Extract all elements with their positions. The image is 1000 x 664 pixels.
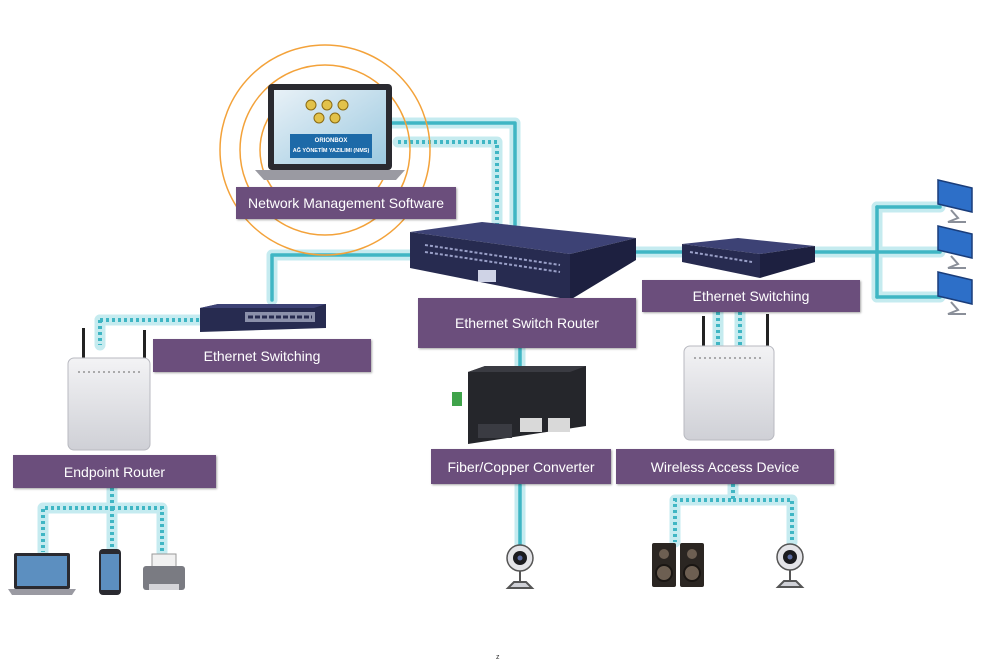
switch-router-label: Ethernet Switch Router (418, 298, 636, 348)
connection-dotted (41, 140, 794, 552)
phone-icon (99, 549, 121, 595)
laptop-icon: ORIONBOX AĞ YÖNETİM YAZILIMI (NMS) (255, 84, 405, 180)
speaker-icon (652, 543, 704, 587)
webcam-icon (775, 543, 805, 588)
printer-icon (143, 553, 185, 590)
laptop-screen-line: AĞ YÖNETİM YAZILIMI (NMS) (293, 146, 370, 154)
desktop-monitor-icon (937, 225, 973, 269)
converter-icon (452, 366, 586, 444)
wireless-access-label: Wireless Access Device (616, 449, 834, 484)
desktop-monitor-icon (937, 271, 973, 315)
nms-label: Network Management Software (236, 187, 456, 219)
fiber-converter-label: Fiber/Copper Converter (431, 449, 611, 484)
ethernet-switch-router-device (410, 222, 636, 300)
ethernet-switch-icon (200, 304, 326, 332)
eth-switching-left-label: Ethernet Switching (153, 339, 371, 372)
router-icon (67, 328, 151, 451)
ethernet-switch-icon (682, 238, 815, 278)
desktop-monitor-icon (937, 179, 973, 223)
webcam-icon (505, 544, 535, 589)
endpoint-router-label: Endpoint Router (13, 455, 216, 488)
wireless-access-icon (683, 314, 775, 441)
footer-mark: z (496, 654, 500, 661)
eth-switching-right-label: Ethernet Switching (642, 280, 860, 312)
laptop-screen-brand: ORIONBOX (315, 138, 348, 144)
laptop-icon (8, 553, 76, 595)
